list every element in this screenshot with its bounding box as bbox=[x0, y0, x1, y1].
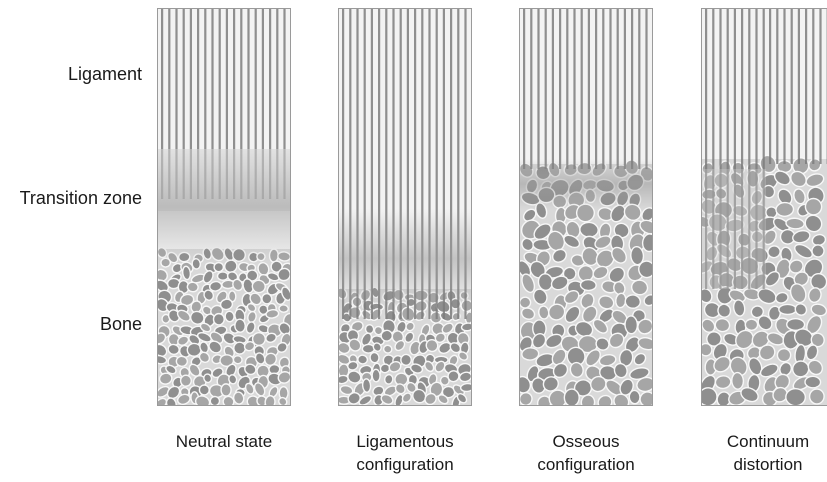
ligament-fibers bbox=[161, 9, 286, 199]
row-label-transition-zone: Transition zone bbox=[19, 188, 142, 208]
tissue-illustration-continuum bbox=[702, 9, 827, 405]
tissue-illustration-neutral bbox=[158, 9, 290, 405]
caption-line: configuration bbox=[356, 455, 454, 474]
caption-ligamentous-configuration: Ligamentous configuration bbox=[320, 430, 490, 476]
caption-line: Osseous bbox=[552, 432, 620, 451]
ligament-fibers bbox=[523, 9, 648, 169]
caption-line: Neutral state bbox=[175, 432, 273, 451]
panel-neutral-state bbox=[157, 8, 291, 406]
row-label-bone: Bone bbox=[99, 314, 142, 334]
caption-osseous-configuration: Osseous configuration bbox=[501, 430, 671, 476]
caption-line: distortion bbox=[733, 455, 803, 474]
panel-osseous-configuration bbox=[519, 8, 653, 406]
ligament-fibers bbox=[705, 9, 765, 289]
panel-continuum-distortion bbox=[701, 8, 827, 406]
caption-neutral-state: Neutral state bbox=[139, 430, 309, 453]
caption-line: Continuum bbox=[726, 432, 810, 451]
caption-line: Ligamentous bbox=[356, 432, 454, 451]
caption-continuum-distortion: Continuum distortion bbox=[683, 430, 827, 476]
ligament-fibers bbox=[342, 9, 467, 319]
row-label-ligament: Ligament bbox=[67, 64, 142, 84]
tissue-illustration-osseous bbox=[520, 9, 652, 405]
caption-line: configuration bbox=[537, 455, 635, 474]
bone-pores bbox=[158, 246, 290, 405]
tissue-illustration-ligamentous bbox=[339, 9, 471, 405]
panel-ligamentous-configuration bbox=[338, 8, 472, 406]
